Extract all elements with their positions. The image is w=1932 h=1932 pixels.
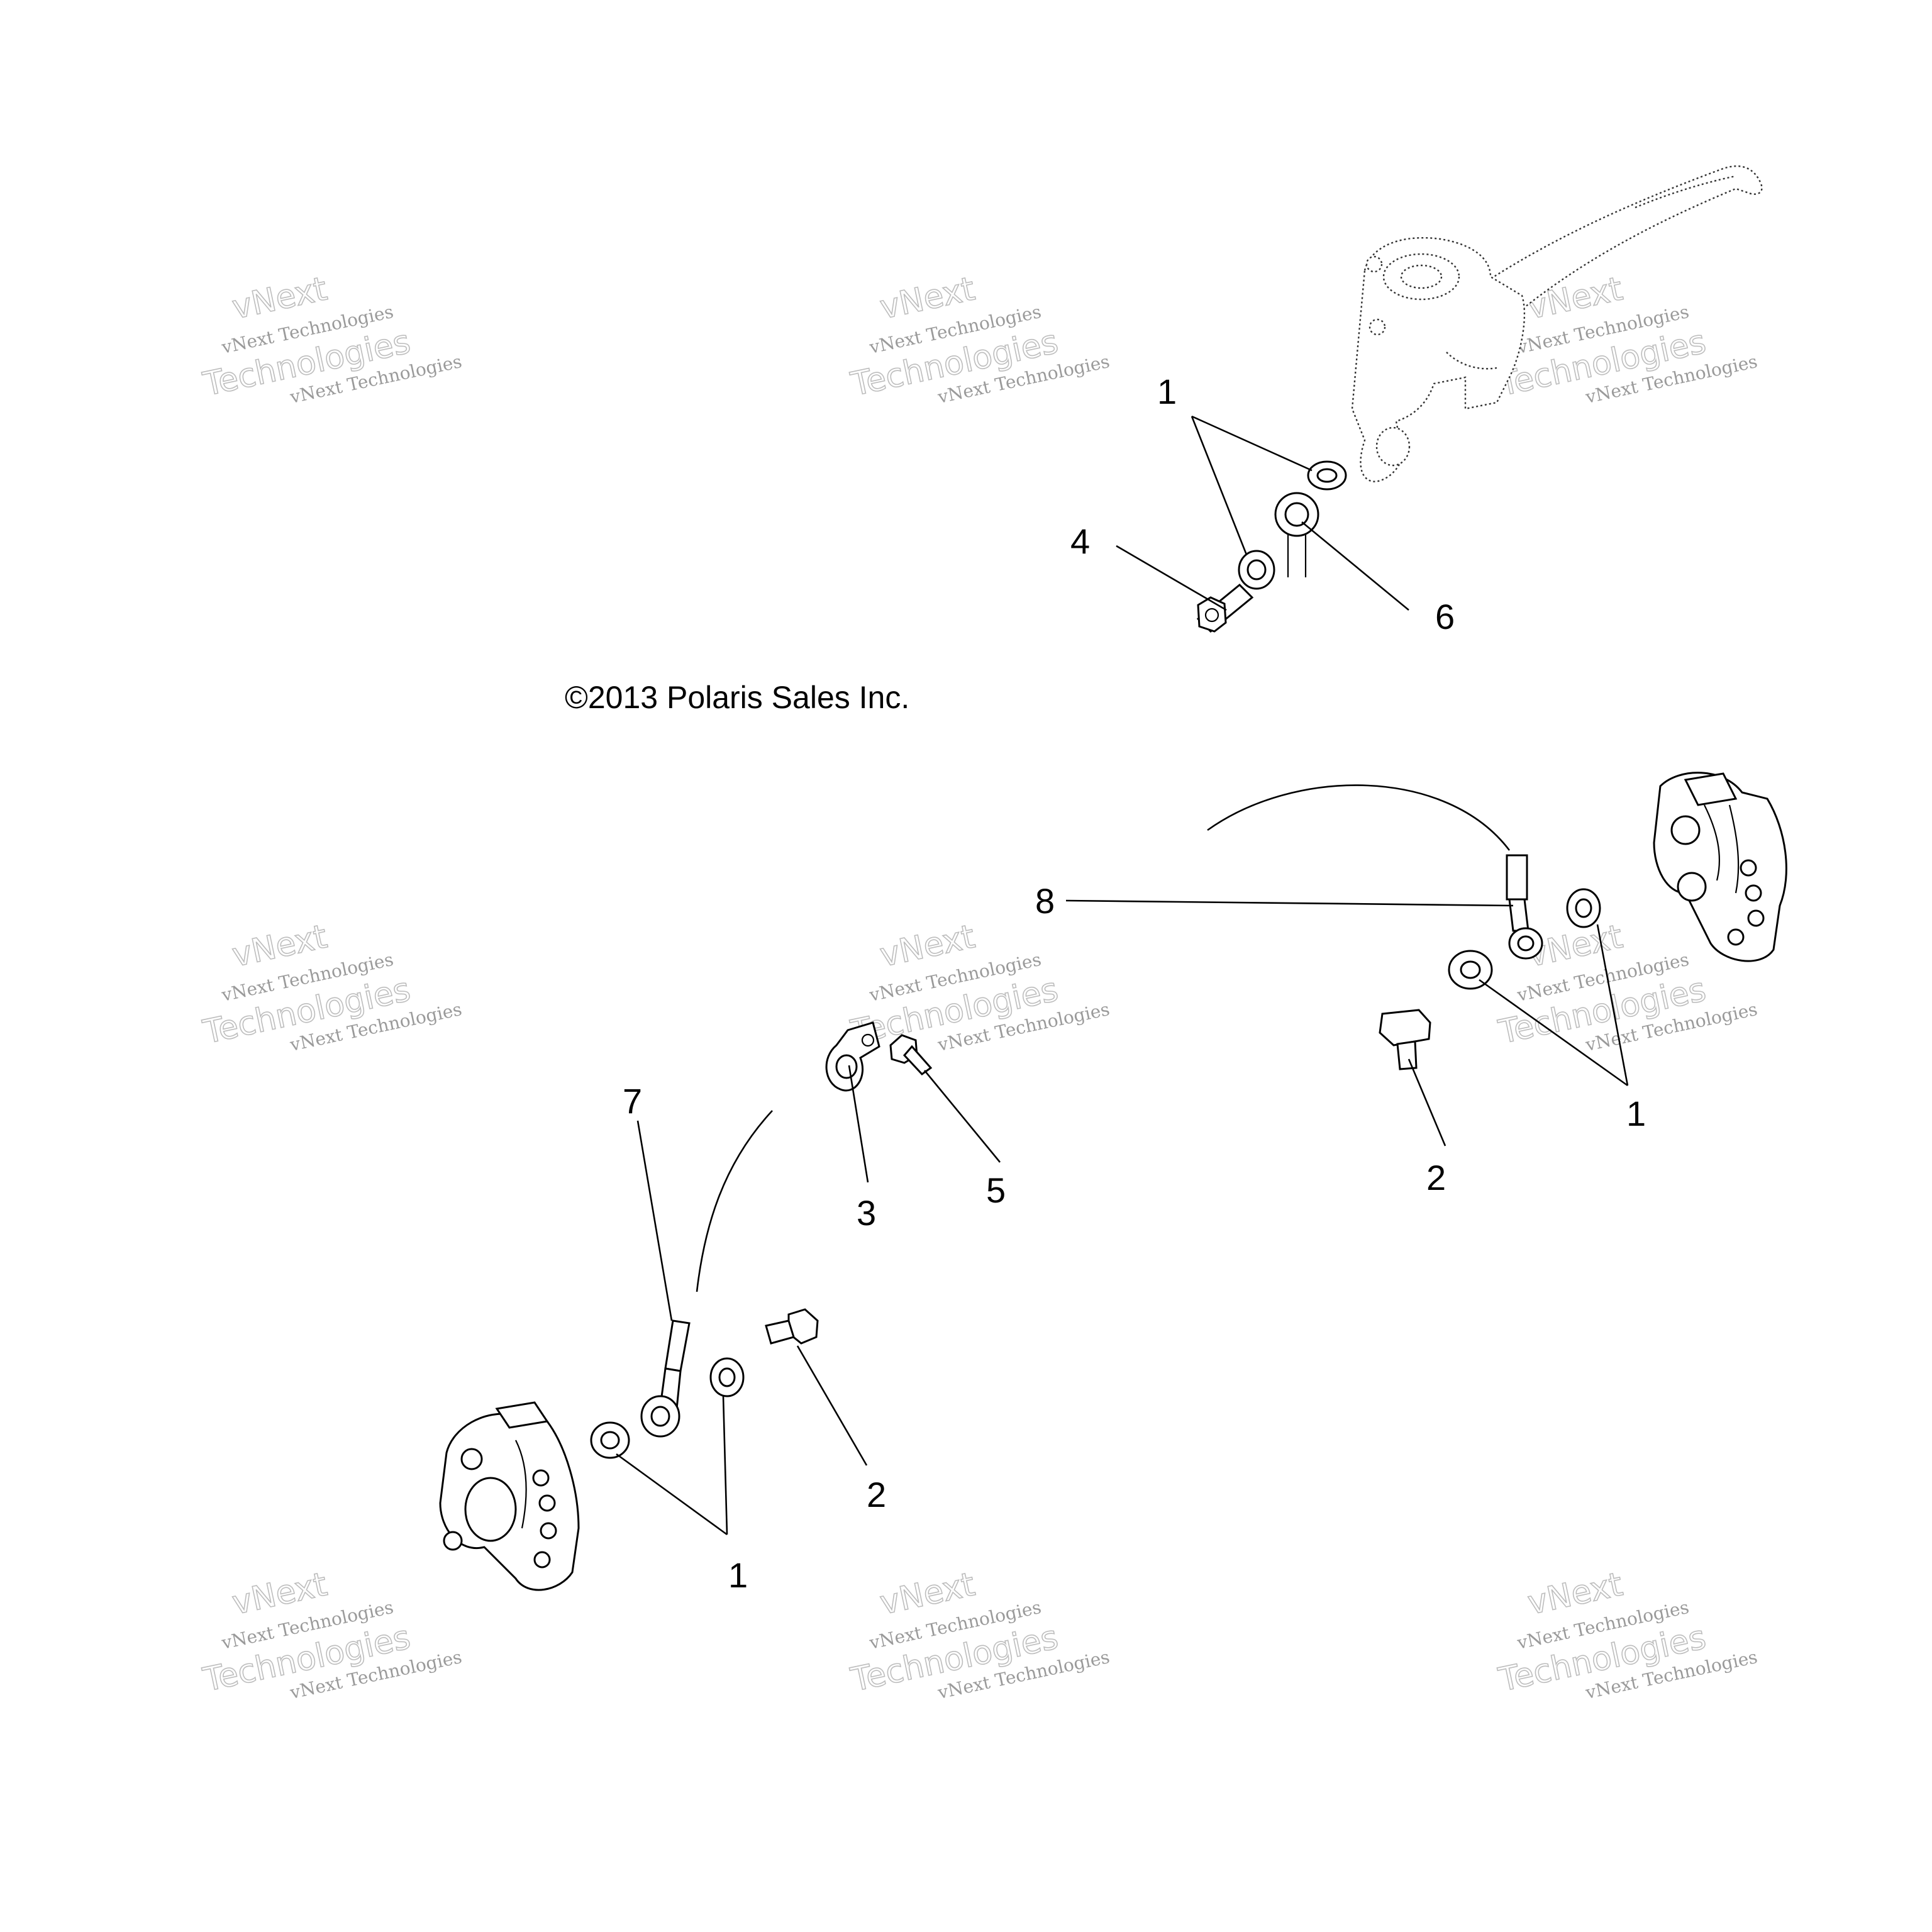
watermark-top-left: vNext vNext Technologies Technologies vN… [199,270,464,408]
right-lower-washer [1448,950,1493,990]
leader-left-line [636,1120,673,1321]
copyright-text: ©2013 Polaris Sales Inc. [565,680,909,715]
right-caliper [1653,772,1787,962]
watermark-bottom-center: vNext vNext Technologies Technologies vN… [847,1565,1112,1704]
callout-left-clamp: 3 [857,1193,876,1233]
leader-right-line [1065,899,1514,907]
master-bolt [1196,583,1254,633]
leader-master-washer-upper [1191,415,1313,472]
watermark-middle-left: vNext vNext Technologies Technologies vN… [199,918,464,1056]
watermark-bottom-right: vNext vNext Technologies Technologies vN… [1495,1565,1760,1704]
left-brake-line [696,1110,773,1292]
callout-right-washers: 1 [1626,1094,1646,1133]
right-line-fitting [1506,854,1543,960]
right-upper-washer [1566,888,1601,928]
master-cylinder-assembly [1351,165,1763,482]
watermark-bottom-left: vNext vNext Technologies Technologies vN… [199,1565,464,1704]
callout-master-washer: 1 [1157,372,1177,411]
master-line-banjo [1274,492,1319,577]
master-upper-washer [1307,460,1347,491]
leader-right-washer-lower [1479,979,1628,1087]
callout-master-line-end: 6 [1435,597,1455,636]
left-line-clamp [825,1021,880,1092]
leader-master-washer-lower [1191,416,1248,555]
leader-left-bolt [796,1345,868,1466]
leader-right-bolt [1407,1058,1446,1146]
leader-left-clamp [848,1065,869,1183]
watermark-top-center: vNext vNext Technologies Technologies vN… [847,270,1112,408]
callout-right-bolt: 2 [1426,1158,1446,1197]
leader-left-screw [923,1070,1001,1163]
left-lower-washer [590,1421,630,1459]
right-brake-line [1207,784,1511,851]
leader-right-washer-upper [1596,924,1629,1086]
left-screw [889,1034,933,1075]
callout-left-screw: 5 [986,1170,1006,1210]
leader-left-washer-upper [722,1396,728,1535]
callout-master-bolt: 4 [1070,521,1090,561]
leader-master-line-end [1301,521,1409,611]
callout-left-washers: 1 [728,1555,748,1595]
master-lower-washer [1238,550,1275,590]
leader-master-bolt [1116,545,1227,611]
right-bolt [1379,1009,1431,1070]
left-caliper [439,1401,580,1591]
callout-left-bolt: 2 [867,1475,886,1514]
left-upper-washer [709,1357,745,1397]
callout-right-line: 8 [1035,881,1055,921]
leader-left-washer-lower [616,1453,728,1536]
left-line-fitting [640,1319,691,1438]
callout-left-line: 7 [623,1081,642,1121]
left-bolt [765,1308,819,1345]
